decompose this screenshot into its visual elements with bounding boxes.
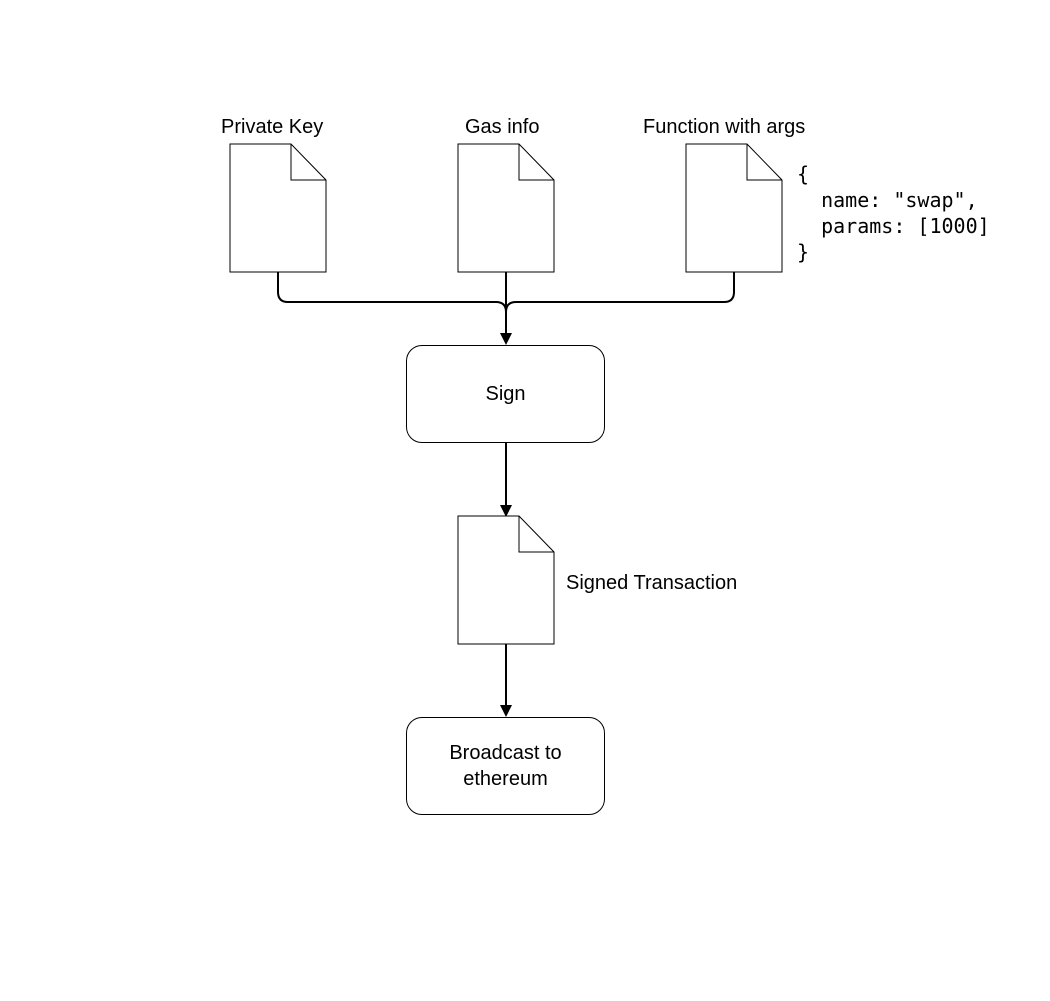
private-key-document-icon bbox=[229, 143, 327, 273]
function-args-code-snippet: { name: "swap", params: [1000]} bbox=[797, 161, 990, 265]
broadcast-process-box: Broadcast to ethereum bbox=[406, 717, 605, 815]
gas-info-label: Gas info bbox=[465, 116, 540, 138]
gas-info-document-icon bbox=[457, 143, 555, 273]
sign-process-box: Sign bbox=[406, 345, 605, 443]
code-line: } bbox=[797, 240, 810, 264]
connector-private-key-to-sign bbox=[277, 272, 507, 330]
signed-transaction-document-icon bbox=[457, 515, 555, 645]
code-line: params: [1000] bbox=[797, 214, 990, 238]
connector-function-args-to-sign bbox=[505, 272, 735, 330]
function-args-label: Function with args bbox=[643, 116, 806, 138]
signed-transaction-label: Signed Transaction bbox=[566, 572, 738, 594]
broadcast-label: Broadcast to ethereum bbox=[449, 742, 562, 790]
code-line: name: "swap", bbox=[797, 188, 978, 212]
function-args-document-icon bbox=[685, 143, 783, 273]
private-key-label: Private Key bbox=[221, 116, 324, 138]
code-line: { bbox=[797, 162, 810, 186]
sign-label: Sign bbox=[485, 383, 526, 405]
